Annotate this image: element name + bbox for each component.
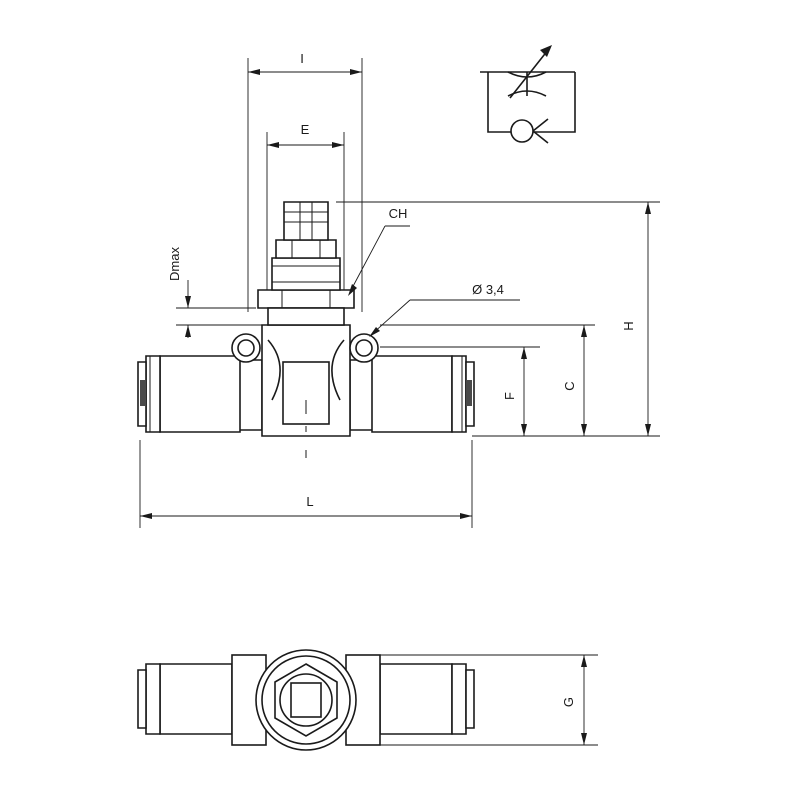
dim-label-L: L bbox=[306, 494, 313, 509]
dim-label-Dmax: Dmax bbox=[167, 247, 182, 281]
dim-label-hole: Ø 3,4 bbox=[472, 282, 504, 297]
dim-label-C: C bbox=[562, 381, 577, 390]
dim-label-H: H bbox=[621, 321, 636, 330]
dimension-lines bbox=[139, 58, 660, 746]
flow-regulator-check-valve-symbol bbox=[480, 45, 576, 144]
fitting-bottom-view bbox=[137, 649, 475, 751]
dim-label-I: I bbox=[300, 51, 304, 66]
fitting-elevation-view bbox=[137, 201, 475, 458]
dim-label-E: E bbox=[301, 122, 310, 137]
dim-label-F: F bbox=[502, 392, 517, 400]
dim-label-G: G bbox=[561, 697, 576, 707]
dim-label-CH: CH bbox=[389, 206, 408, 221]
